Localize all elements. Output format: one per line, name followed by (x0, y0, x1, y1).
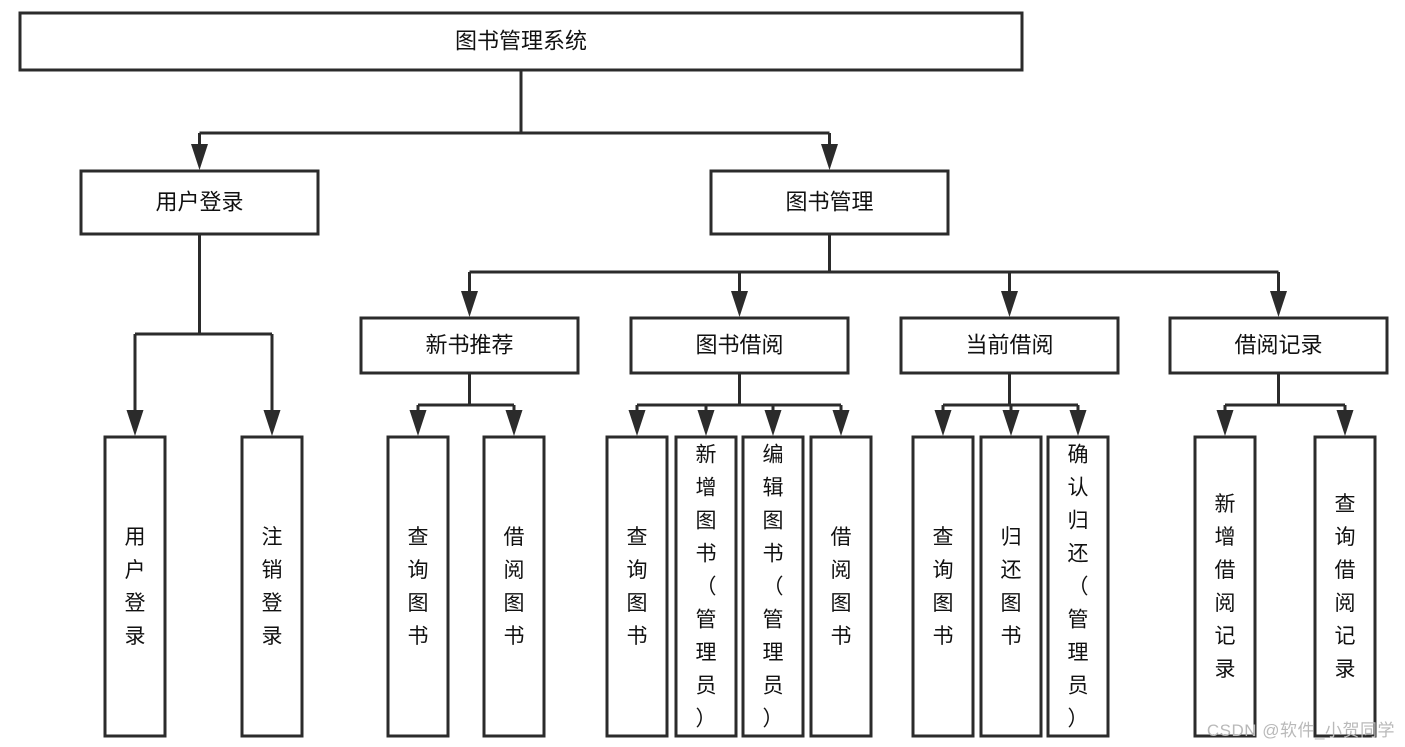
arrow-head-leaf_10 (1069, 410, 1087, 436)
arrow-head-leaf_12 (1336, 410, 1354, 436)
node-box-root[interactable] (18, 11, 1024, 72)
node-label-leaf-9: 归还图书 (1001, 526, 1022, 648)
node-leaf-6[interactable]: 编辑图书（管理员） (741, 435, 805, 738)
node-box-leaf-3[interactable] (482, 435, 546, 738)
node-leaf-8[interactable]: 查询图书 (911, 435, 975, 738)
arrow-head-leaf_7 (832, 410, 850, 436)
node-label-l2-3: 借阅记录 (1234, 332, 1322, 357)
node-l2-1[interactable]: 图书借阅 (629, 316, 850, 375)
arrow-head-l1_1 (821, 144, 838, 170)
node-box-leaf-12[interactable] (1313, 435, 1377, 738)
arrow-head-leaf_1 (263, 410, 281, 436)
arrow-head-leaf_5 (697, 410, 715, 436)
arrow-head-l2_3 (1270, 291, 1287, 317)
node-label-l2-0: 新书推荐 (425, 332, 513, 357)
edge-group-l2_0 (409, 373, 523, 436)
arrow-head-leaf_0 (126, 410, 144, 436)
node-label-root: 图书管理系统 (455, 28, 587, 53)
node-l2-0[interactable]: 新书推荐 (359, 316, 580, 375)
node-box-leaf-5[interactable] (674, 435, 738, 738)
edge-layer (126, 70, 1354, 436)
node-leaf-7[interactable]: 借阅图书 (809, 435, 873, 738)
arrow-head-leaf_4 (628, 410, 646, 436)
node-label-leaf-1: 注销登录 (262, 526, 283, 648)
node-l1-1[interactable]: 图书管理 (709, 169, 950, 236)
node-box-l1-0[interactable] (79, 169, 320, 236)
arrow-head-l2_2 (1001, 291, 1018, 317)
edge-group-l2_1 (628, 373, 850, 436)
node-box-leaf-6[interactable] (741, 435, 805, 738)
node-leaf-0[interactable]: 用户登录 (103, 435, 167, 738)
node-box-leaf-2[interactable] (386, 435, 450, 738)
edge-group-l2_3 (1216, 373, 1354, 436)
node-leaf-5[interactable]: 新增图书（管理员） (674, 435, 738, 738)
node-label-leaf-0: 用户登录 (125, 526, 146, 648)
node-label-leaf-3: 借阅图书 (504, 526, 525, 648)
edge-group-l2_2 (934, 373, 1087, 436)
node-label-l2-2: 当前借阅 (965, 332, 1053, 357)
node-label-leaf-11: 新增借阅记录 (1215, 493, 1236, 681)
edge-group-root (191, 70, 838, 170)
node-label-leaf-7: 借阅图书 (831, 526, 852, 648)
node-root[interactable]: 图书管理系统 (18, 11, 1024, 72)
arrow-head-l2_0 (461, 291, 478, 317)
node-box-l2-0[interactable] (359, 316, 580, 375)
node-leaf-11[interactable]: 新增借阅记录 (1193, 435, 1257, 738)
arrow-head-l1_0 (191, 144, 208, 170)
arrow-head-leaf_8 (934, 410, 952, 436)
node-box-leaf-10[interactable] (1046, 435, 1110, 738)
node-label-leaf-6: 编辑图书（管理员） (763, 443, 784, 730)
node-label-leaf-8: 查询图书 (933, 526, 954, 648)
node-label-l1-0: 用户登录 (155, 189, 243, 214)
arrow-head-leaf_2 (409, 410, 427, 436)
node-leaf-3[interactable]: 借阅图书 (482, 435, 546, 738)
node-box-leaf-9[interactable] (979, 435, 1043, 738)
arrow-head-leaf_6 (764, 410, 782, 436)
node-label-leaf-10: 确认归还（管理员） (1068, 443, 1089, 730)
watermark-text: CSDN @软件_小贺同学 (1206, 721, 1395, 740)
node-leaf-9[interactable]: 归还图书 (979, 435, 1043, 738)
node-box-leaf-11[interactable] (1193, 435, 1257, 738)
node-label-leaf-4: 查询图书 (627, 526, 648, 648)
node-box-l2-1[interactable] (629, 316, 850, 375)
node-box-leaf-0[interactable] (103, 435, 167, 738)
node-layer: 图书管理系统用户登录图书管理新书推荐图书借阅当前借阅借阅记录用户登录注销登录查询… (18, 11, 1389, 738)
arrow-head-leaf_11 (1216, 410, 1234, 436)
node-l2-2[interactable]: 当前借阅 (899, 316, 1120, 375)
arrow-head-leaf_9 (1002, 410, 1020, 436)
node-label-leaf-12: 查询借阅记录 (1335, 493, 1356, 681)
node-box-l2-3[interactable] (1168, 316, 1389, 375)
node-leaf-2[interactable]: 查询图书 (386, 435, 450, 738)
node-label-leaf-2: 查询图书 (408, 526, 429, 648)
node-box-leaf-4[interactable] (605, 435, 669, 738)
node-leaf-10[interactable]: 确认归还（管理员） (1046, 435, 1110, 738)
arrow-head-l2_1 (731, 291, 748, 317)
node-box-leaf-1[interactable] (240, 435, 304, 738)
node-leaf-1[interactable]: 注销登录 (240, 435, 304, 738)
node-label-l2-1: 图书借阅 (695, 332, 783, 357)
arrow-head-leaf_3 (505, 410, 523, 436)
node-leaf-12[interactable]: 查询借阅记录 (1313, 435, 1377, 738)
node-box-l2-2[interactable] (899, 316, 1120, 375)
node-box-leaf-8[interactable] (911, 435, 975, 738)
node-leaf-4[interactable]: 查询图书 (605, 435, 669, 738)
node-l2-3[interactable]: 借阅记录 (1168, 316, 1389, 375)
edge-group-l1_1 (461, 234, 1287, 317)
node-box-l1-1[interactable] (709, 169, 950, 236)
edge-group-l1_0 (126, 234, 281, 436)
node-label-leaf-5: 新增图书（管理员） (696, 443, 717, 730)
node-box-leaf-7[interactable] (809, 435, 873, 738)
node-label-l1-1: 图书管理 (785, 189, 873, 214)
node-l1-0[interactable]: 用户登录 (79, 169, 320, 236)
